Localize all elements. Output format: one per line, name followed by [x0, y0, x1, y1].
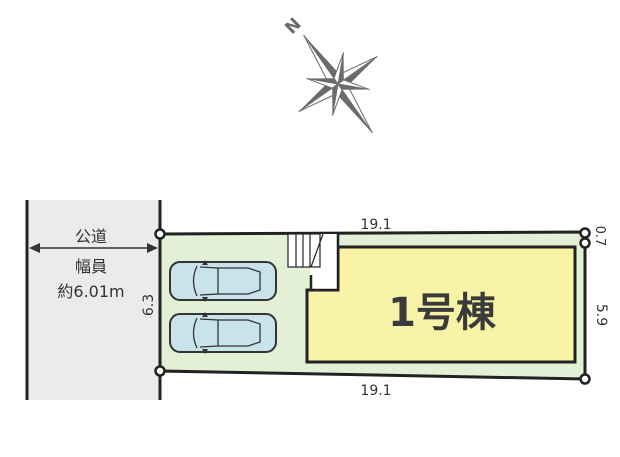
road-width-value: 約6.01m — [57, 282, 124, 301]
car-icon — [169, 260, 277, 302]
building-label: 1号棟 — [388, 290, 497, 336]
entrance-steps — [287, 233, 324, 268]
car-icon — [169, 312, 277, 354]
compass-rose-icon — [298, 34, 378, 134]
boundary-marker-icon — [154, 227, 591, 385]
road-title: 公道 — [75, 227, 107, 246]
dimension-right: 5.9 — [593, 304, 609, 326]
road-width-label: 幅員 — [75, 257, 107, 276]
dimension-bottom: 19.1 — [360, 383, 391, 399]
dimension-top: 19.1 — [360, 217, 391, 233]
road-width-arrow-icon — [29, 243, 158, 253]
public-road — [27, 200, 160, 400]
north-label: N — [281, 14, 305, 38]
dimension-right-upper: 0.7 — [592, 226, 607, 247]
dimension-left: 6.3 — [141, 294, 157, 316]
